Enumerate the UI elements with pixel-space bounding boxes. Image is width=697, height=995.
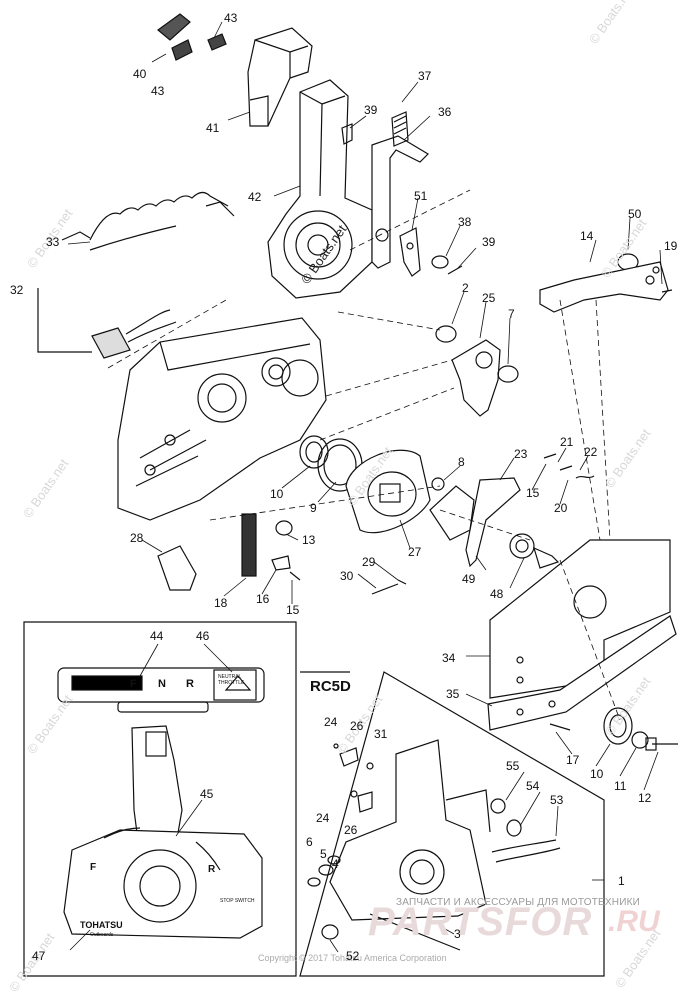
callout: 55 — [506, 759, 520, 773]
callout: 11 — [614, 779, 627, 793]
callout: 17 — [566, 753, 580, 767]
leader-lines — [67, 21, 663, 953]
part-27-gear — [345, 449, 431, 534]
part-41-lever-cover — [247, 27, 313, 127]
plate-letter-n: N — [158, 678, 166, 690]
inset-box-left — [23, 621, 297, 977]
box-letter-f: F — [90, 862, 97, 873]
callout: 10 — [590, 767, 604, 781]
callout: 8 — [458, 455, 465, 469]
callout: 7 — [508, 307, 515, 321]
part-35-strip — [487, 615, 677, 731]
part-housing — [117, 317, 327, 521]
brand-logo: PARTSFOR — [368, 900, 593, 944]
callout: 29 — [362, 555, 376, 569]
part-12-bolt — [549, 707, 678, 751]
callout: 20 — [554, 501, 568, 515]
part-28-bracket — [157, 513, 407, 595]
part-33-lanyard — [37, 191, 235, 359]
callout: 35 — [446, 687, 460, 701]
callout: 14 — [580, 229, 594, 243]
part-40-clip — [157, 13, 227, 61]
callout: 49 — [462, 572, 476, 586]
callout: 39 — [482, 235, 496, 249]
callout: 26 — [344, 823, 358, 837]
guide-lines — [107, 189, 621, 721]
callout: 9 — [310, 501, 317, 515]
callout: 6 — [306, 835, 313, 849]
stop-switch-text: STOP SWITCH — [220, 898, 255, 904]
callout: 13 — [302, 533, 316, 547]
section-label: RC5D — [310, 678, 351, 695]
callout: 45 — [200, 787, 214, 801]
tohatsu-logo-sub: Outboards — [90, 932, 114, 938]
callout: 33 — [46, 235, 60, 249]
part-23-linkage — [429, 453, 595, 569]
callout: 34 — [442, 651, 456, 665]
callout: 22 — [584, 445, 598, 459]
part-51-link — [341, 123, 463, 277]
part-36-bracket — [371, 111, 429, 269]
callout: 4 — [332, 857, 339, 871]
callout: 38 — [458, 215, 472, 229]
callout: 50 — [628, 207, 642, 221]
plate-letter-f: F — [130, 678, 137, 690]
callout: 1 — [618, 874, 625, 888]
callout: 10 — [270, 487, 284, 501]
brand-logo-tld: .RU — [608, 905, 660, 938]
part-14-throttle-lever — [539, 253, 673, 313]
callout: 53 — [550, 793, 564, 807]
callout: 16 — [256, 592, 270, 606]
callout: 43 — [151, 84, 165, 98]
plate-letter-r: R — [186, 678, 194, 690]
part-25-cam — [435, 325, 519, 417]
inset-box-right — [299, 671, 605, 977]
callout: 43 — [224, 11, 238, 25]
callout: 23 — [514, 447, 528, 461]
callout: 51 — [414, 189, 428, 203]
part-42-lever-arm — [267, 79, 373, 299]
callout: 37 — [418, 69, 432, 83]
tohatsu-logo: TOHATSU — [80, 920, 123, 930]
part-34-side-plate — [489, 539, 671, 699]
callout: 15 — [526, 486, 540, 500]
callout: 28 — [130, 531, 144, 545]
callout: 24 — [324, 715, 338, 729]
plate-side-text: NEUTRAL THROTTLE — [218, 674, 245, 686]
callout: 36 — [438, 105, 452, 119]
callout: 30 — [340, 569, 354, 583]
callout: 26 — [350, 719, 364, 733]
callout: 24 — [316, 811, 330, 825]
callout: 41 — [206, 121, 220, 135]
callout: 44 — [150, 629, 164, 643]
callout: 39 — [364, 103, 378, 117]
banner-text: ЗАПЧАСТИ И АКСЕССУАРЫ ДЛЯ МОТОТЕХНИКИ — [396, 897, 641, 908]
callout: 3 — [454, 927, 461, 941]
callout: 21 — [560, 435, 574, 449]
callout: 5 — [320, 847, 327, 861]
callout: 46 — [196, 629, 210, 643]
callout: 40 — [133, 67, 147, 81]
callout: 54 — [526, 779, 540, 793]
callout: 12 — [638, 791, 652, 805]
copyright: Copyright © 2017 Tohatsu America Corpora… — [258, 953, 447, 963]
callout: 42 — [248, 190, 262, 204]
callout: 18 — [214, 596, 228, 610]
callout: 15 — [286, 603, 300, 617]
callout: 19 — [664, 239, 678, 253]
callout: 31 — [374, 727, 388, 741]
callout: 2 — [462, 281, 469, 295]
callout: 52 — [346, 949, 360, 963]
callout: 32 — [10, 283, 24, 297]
callout: 27 — [408, 545, 422, 559]
callout: 48 — [490, 587, 504, 601]
callout: 25 — [482, 291, 496, 305]
callout: 47 — [32, 949, 46, 963]
box-letter-r: R — [208, 864, 216, 875]
